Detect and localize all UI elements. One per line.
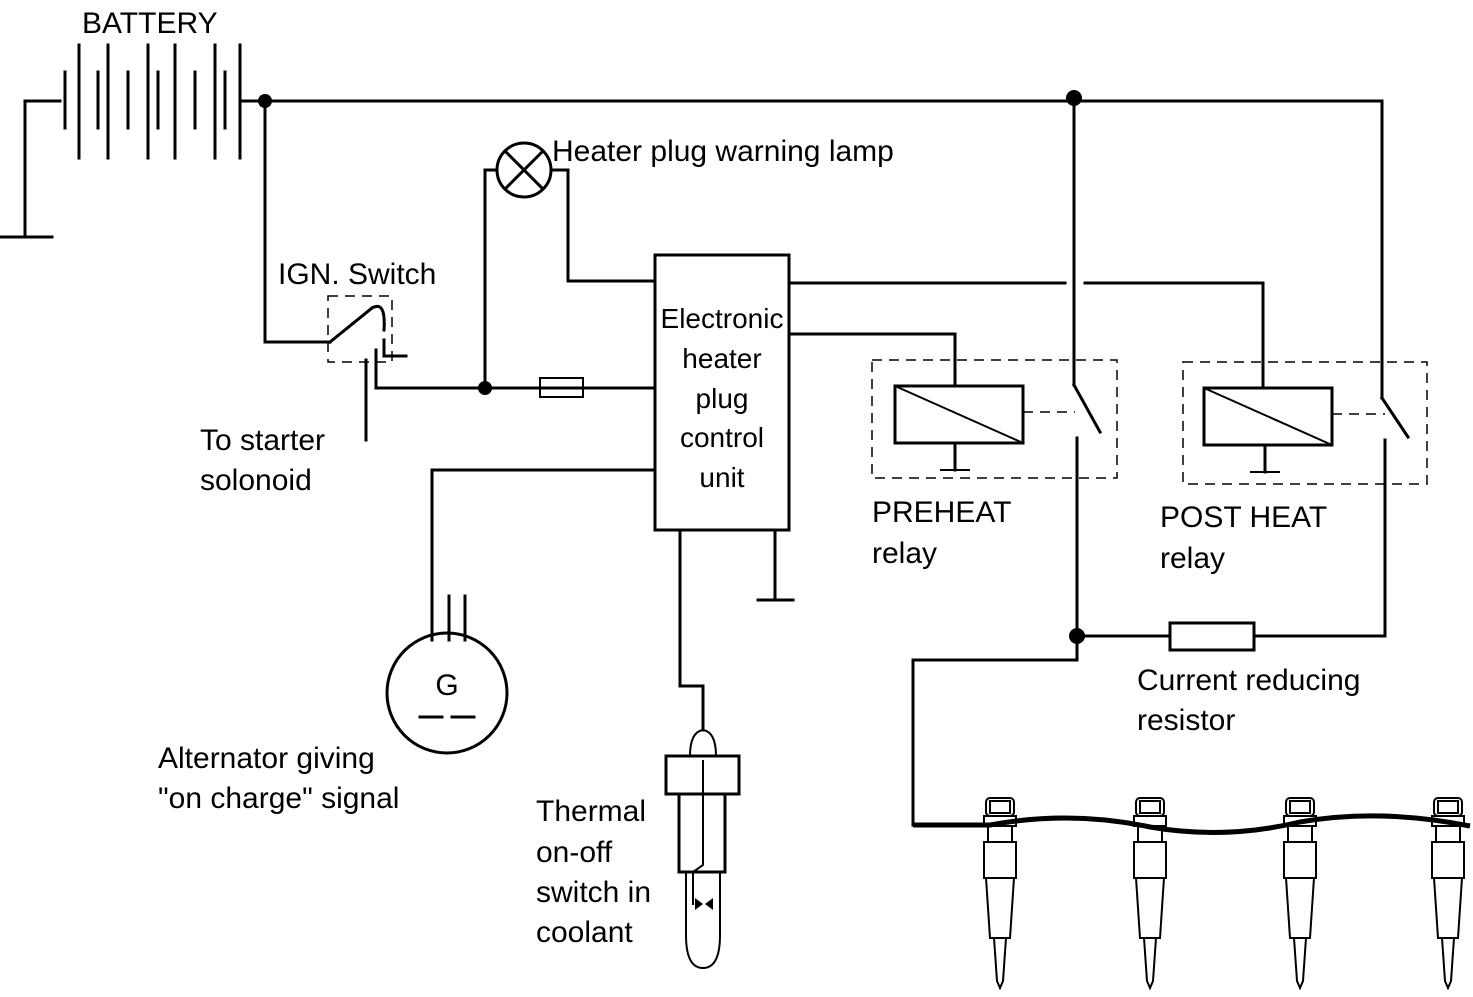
ecu-relay-wires <box>787 281 1265 388</box>
warning-lamp <box>483 141 657 390</box>
alternator-symbol: G <box>435 669 458 702</box>
thermal-switch <box>664 528 741 970</box>
ecu-label-line3: plug <box>696 383 749 414</box>
main-feed-wire <box>238 96 1384 400</box>
resistor-label-line1: Current reducing <box>1137 664 1360 697</box>
lamp-junction-dot <box>478 381 492 395</box>
starter-label-line1: To starter <box>200 424 325 457</box>
battery-symbol <box>0 43 242 239</box>
glow-plug-4 <box>1431 797 1465 989</box>
thermal-label-line4: coolant <box>536 916 633 949</box>
relay-feed-junction-dot <box>1066 90 1082 106</box>
ignition-switch <box>263 99 657 442</box>
glow-plug-3 <box>1283 797 1317 989</box>
ecu-label-line1: Electronic <box>661 303 784 334</box>
current-reducing-resistor <box>1075 621 1387 652</box>
preheat-label-line2: relay <box>872 537 937 570</box>
alternator-label-line2: "on charge" signal <box>158 782 399 815</box>
ecu-label-line4: control <box>680 422 764 453</box>
ecu-label-line5: unit <box>699 462 744 493</box>
preheat-label-line1: PREHEAT <box>872 496 1011 529</box>
glow-plug-bus <box>911 634 1471 835</box>
thermal-label-line1: Thermal <box>536 795 646 828</box>
glow-plug-1 <box>983 797 1017 989</box>
ecu-ground <box>756 528 795 602</box>
alternator <box>385 468 657 755</box>
postheat-label-line2: relay <box>1160 542 1225 575</box>
glow-plug-2 <box>1133 797 1167 989</box>
thermal-label-line2: on-off <box>536 836 613 869</box>
postheat-label-line1: POST HEAT <box>1160 501 1327 534</box>
ecu-box <box>653 253 791 532</box>
preheat-relay <box>871 359 1118 638</box>
ign-switch-label: IGN. Switch <box>278 258 436 291</box>
postheat-relay <box>1182 336 1428 638</box>
battery-label: BATTERY <box>82 7 218 40</box>
starter-label-line2: solonoid <box>200 464 312 497</box>
alternator-label-line1: Alternator giving <box>158 742 375 775</box>
resistor-label-line2: resistor <box>1137 704 1235 737</box>
fuse <box>539 377 584 398</box>
thermal-label-line3: switch in <box>536 876 651 909</box>
ecu-label-line2: heater <box>682 343 761 374</box>
warning-lamp-label: Heater plug warning lamp <box>552 135 894 168</box>
